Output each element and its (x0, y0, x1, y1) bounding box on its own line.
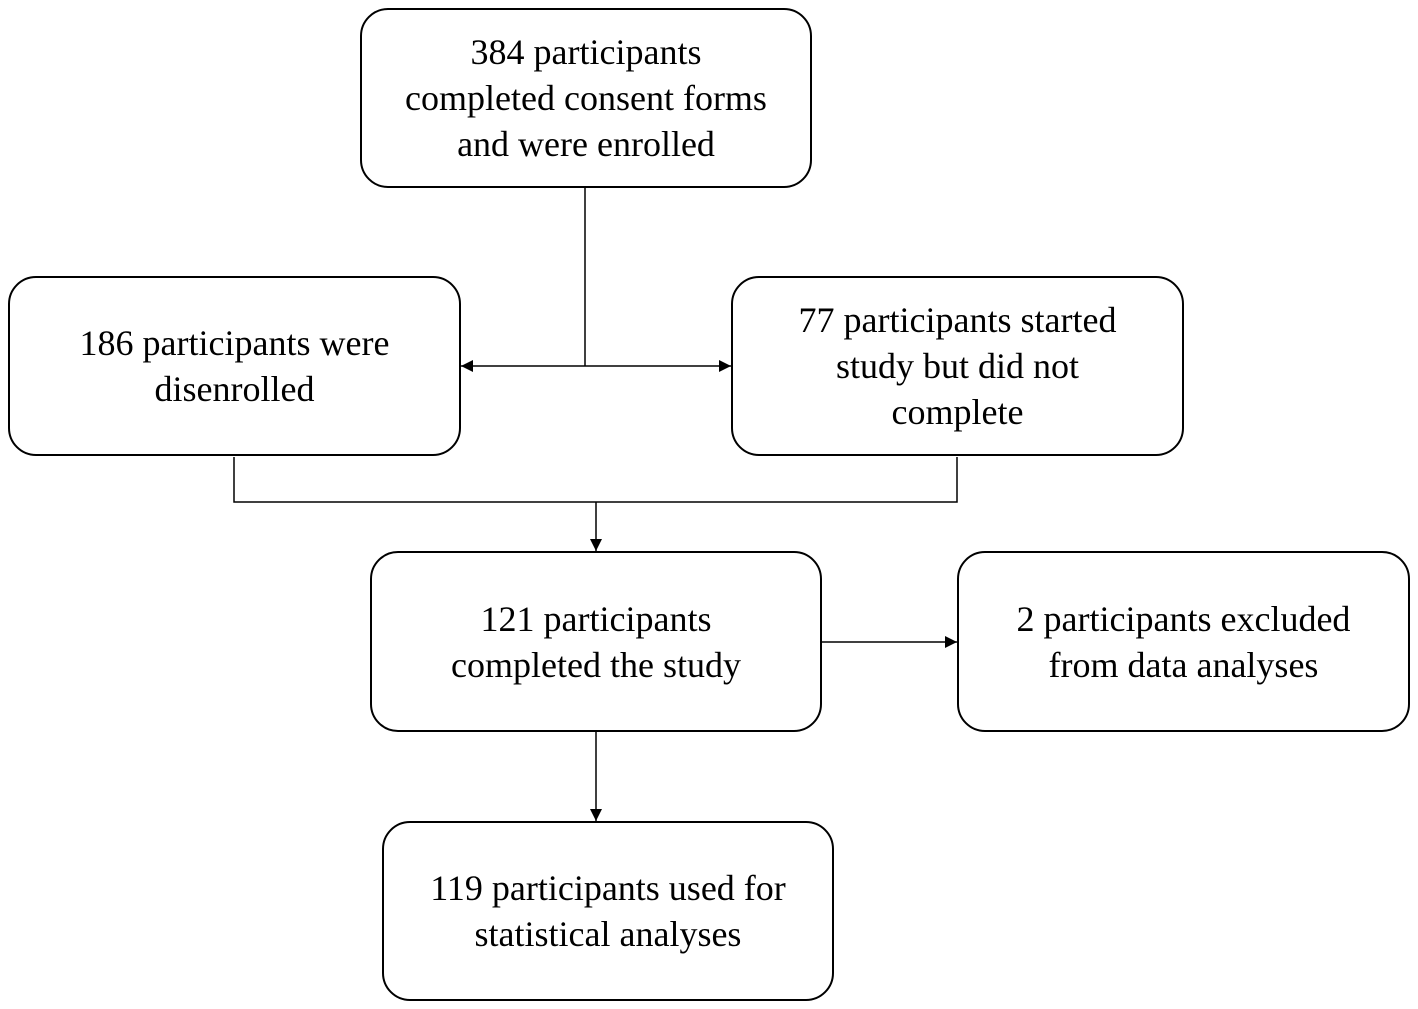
node-enrolled-line-3: and were enrolled (457, 124, 715, 164)
node-excluded-line-2: from data analyses (1048, 644, 1319, 685)
node-not-completed-line-3: complete (891, 392, 1024, 432)
node-analyzed-text: 119 participants used for statistical an… (430, 865, 786, 957)
node-completed-line-2: completed the study (451, 644, 741, 685)
node-analyzed: 119 participants used for statistical an… (382, 821, 834, 1001)
node-disenrolled: 186 participants were disenrolled (8, 276, 461, 456)
node-completed-line-1: 121 participants (480, 598, 712, 639)
node-completed-text: 121 participants completed the study (451, 596, 741, 688)
node-completed: 121 participants completed the study (370, 551, 822, 732)
node-excluded-text: 2 participants excluded from data analys… (1017, 596, 1351, 688)
node-enrolled-text: 384 participants completed consent forms… (405, 29, 767, 167)
node-not-completed: 77 participants started study but did no… (731, 276, 1184, 456)
node-enrolled-line-2: completed consent forms (405, 78, 767, 118)
node-excluded-line-1: 2 participants excluded (1016, 598, 1351, 639)
node-not-completed-text: 77 participants started study but did no… (799, 297, 1117, 435)
node-not-completed-line-1: 77 participants started (798, 300, 1117, 340)
node-disenrolled-line-1: 186 participants were (79, 323, 390, 363)
connector-merge (233, 457, 958, 503)
node-disenrolled-text: 186 participants were disenrolled (80, 320, 390, 412)
node-analyzed-line-2: statistical analyses (474, 914, 742, 954)
node-enrolled-line-1: 384 participants (470, 32, 702, 72)
node-analyzed-line-1: 119 participants used for (430, 868, 786, 908)
node-disenrolled-line-2: disenrolled (154, 369, 315, 409)
node-not-completed-line-2: study but did not (835, 346, 1080, 386)
node-excluded: 2 participants excluded from data analys… (957, 551, 1410, 732)
node-enrolled: 384 participants completed consent forms… (360, 8, 812, 188)
